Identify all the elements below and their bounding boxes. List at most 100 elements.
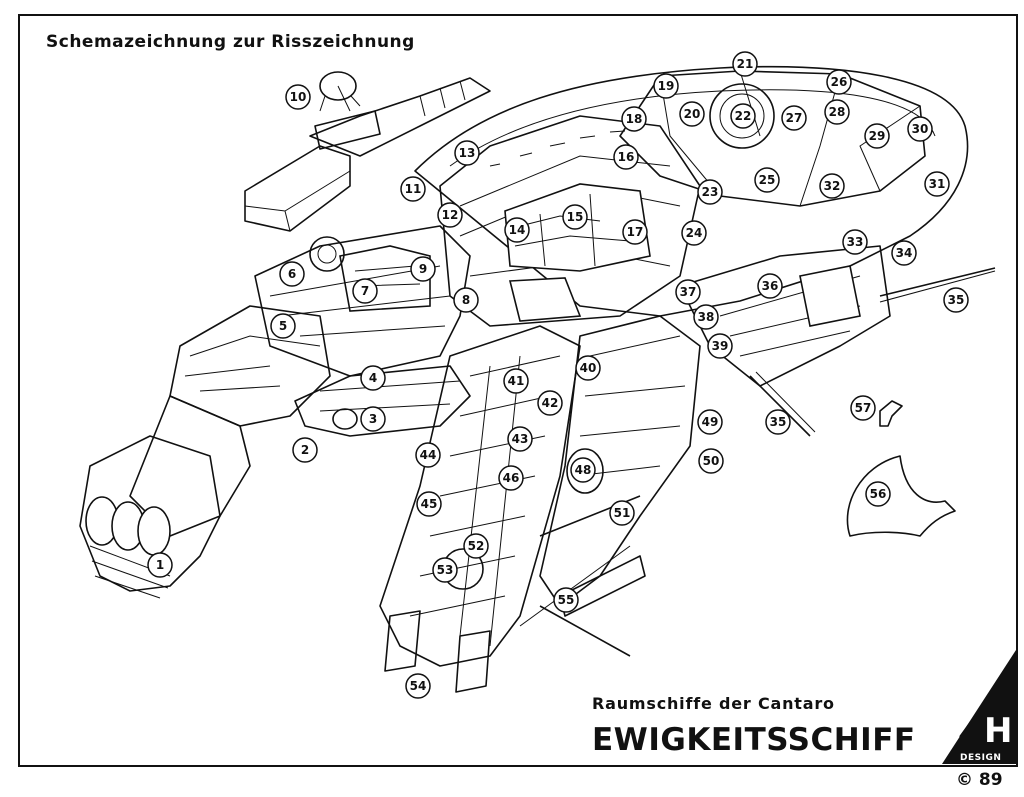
callout-circle [675,279,701,305]
callout-label: 15 [567,210,584,224]
callout-circle [826,69,852,95]
callout-15: 15 [562,204,588,230]
callout-label: 37 [680,285,697,299]
callout-circle [352,278,378,304]
callout-31: 31 [924,171,950,197]
callout-circle [504,217,530,243]
callout-7: 7 [352,278,378,304]
callout-circle [757,273,783,299]
callout-circle [679,101,705,127]
callout-circle [681,220,707,246]
callout-42: 42 [537,390,563,416]
forward-deck [254,225,471,377]
callout-23: 23 [697,179,723,205]
callout-54: 54 [405,673,431,699]
callout-51: 51 [609,500,635,526]
callout-circle [360,365,386,391]
callout-circle [842,229,868,255]
callout-circle [622,219,648,245]
callout-label: 55 [558,593,575,607]
svg-text:DESIGN: DESIGN [960,753,1001,763]
callout-49: 49 [697,409,723,435]
callout-16: 16 [613,144,639,170]
callout-2: 2 [292,437,318,463]
sphere-cabin [709,83,775,149]
callout-circle [503,368,529,394]
callout-circle [732,51,758,77]
callout-circle [498,465,524,491]
part-57 [879,400,903,427]
callout-53: 53 [432,557,458,583]
callout-50: 50 [698,448,724,474]
front-turret [244,145,351,232]
callout-label: 26 [831,75,848,89]
callout-circle [147,552,173,578]
callout-label: 56 [870,487,887,501]
left-landing-leg [379,325,581,667]
callout-52: 52 [463,533,489,559]
callout-19: 19 [653,73,679,99]
callout-38: 38 [693,304,719,330]
callout-circle [415,442,441,468]
callout-label: 24 [686,226,703,240]
ship-name: EWIGKEITSSCHIFF [592,722,916,758]
callout-39: 39 [707,333,733,359]
right-landing-leg [539,315,701,607]
callout-label: 35 [948,293,965,307]
callout-24: 24 [681,220,707,246]
callout-57: 57 [850,395,876,421]
callout-label: 42 [542,396,559,410]
callout-circle [781,105,807,131]
callout-circle [653,73,679,99]
callout-circle [765,409,791,435]
callout-label: 14 [509,223,526,237]
callout-41: 41 [503,368,529,394]
callout-35: 35 [943,287,969,313]
hull-shell [414,65,969,317]
callout-46: 46 [498,465,524,491]
callout-36: 36 [757,273,783,299]
callout-circle [553,587,579,613]
callout-circle [613,144,639,170]
callout-circle [292,437,318,463]
callout-label: 50 [703,454,720,468]
hull-inner-line [449,89,936,167]
callout-circle [400,176,426,202]
callout-label: 2 [301,443,309,457]
callout-43: 43 [507,426,533,452]
callout-20: 20 [679,101,705,127]
callout-label: 52 [468,539,485,553]
callout-label: 7 [361,284,369,298]
callout-56: 56 [865,481,891,507]
callout-45: 45 [416,491,442,517]
callout-label: 45 [421,497,438,511]
callout-label: 32 [824,179,841,193]
callout-label: 41 [508,374,525,388]
callout-label: 46 [503,471,520,485]
callout-21: 21 [732,51,758,77]
callout-circle [360,406,386,432]
callout-48: 48 [570,457,596,483]
callout-12: 12 [437,202,463,228]
callout-label: 36 [762,279,779,293]
callout-circle [850,395,876,421]
series-title: Raumschiffe der Cantaro [592,694,835,713]
callout-8: 8 [453,287,479,313]
callout-6: 6 [279,261,305,287]
callout-circle [693,304,719,330]
callout-13: 13 [454,140,480,166]
callout-44: 44 [415,442,441,468]
callout-9: 9 [410,256,436,282]
callout-label: 6 [288,267,296,281]
callout-circle [463,533,489,559]
callout-label: 53 [437,563,454,577]
bow-structure [169,305,331,427]
callout-26: 26 [826,69,852,95]
callout-circle [562,204,588,230]
callout-circle [270,313,296,339]
callout-18: 18 [621,106,647,132]
callout-circle [609,500,635,526]
callout-35: 35 [765,409,791,435]
callout-label: 33 [847,235,864,249]
callout-4: 4 [360,365,386,391]
